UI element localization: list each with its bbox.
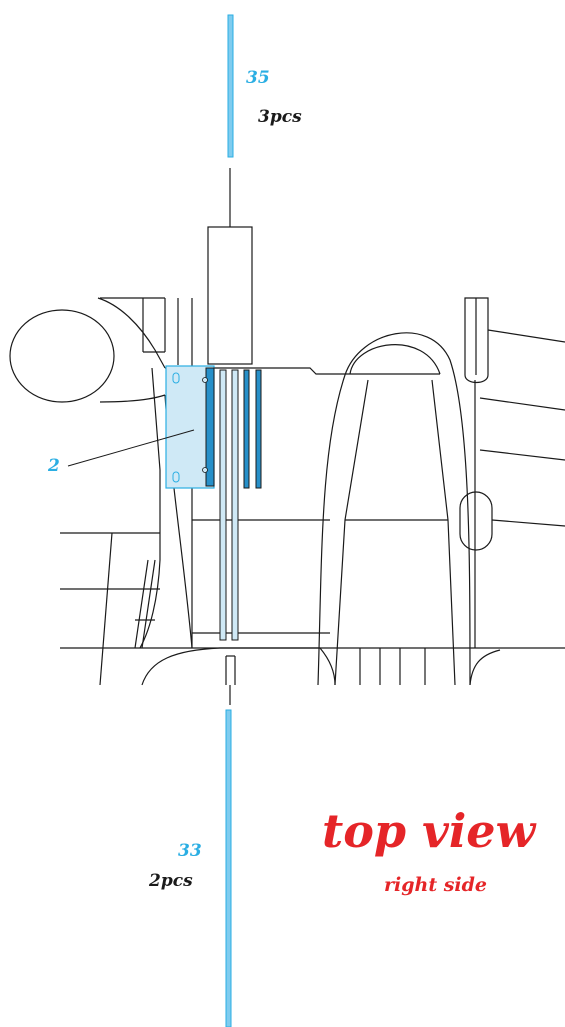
installed-strip-33: [231, 369, 239, 641]
hull-outline: [9, 168, 565, 705]
right-bottom-curve: [469, 649, 501, 686]
bolt-hole: [202, 377, 208, 383]
part-33-quantity: 2pcs: [149, 871, 193, 891]
deck-line: [165, 367, 350, 375]
rib-line: [141, 559, 156, 649]
part-2-plate: [165, 365, 215, 489]
installed-strip-33: [219, 369, 227, 641]
left-outer-curve: [139, 367, 161, 649]
round-part-lower-arm: [99, 394, 166, 403]
bolt-hole: [202, 467, 208, 473]
rib-line: [134, 559, 149, 649]
view-subtitle: right side: [384, 874, 488, 896]
slot-hole: [172, 372, 180, 384]
strip-part-33: [225, 709, 232, 1027]
round-part-arm: [97, 297, 166, 369]
right-ray-line: [487, 329, 565, 343]
slot-hole: [172, 471, 180, 483]
keel-curve: [141, 647, 336, 686]
round-part-outline: [9, 309, 115, 403]
part-35-number: 35: [246, 68, 270, 88]
view-title: top view: [322, 804, 536, 858]
right-ray-line: [479, 449, 565, 461]
canopy-inner: [349, 344, 441, 375]
right-ray-line: [491, 519, 565, 527]
part-33-number: 33: [178, 841, 202, 861]
right-vertical-post: [464, 297, 489, 384]
right-ray-line: [479, 397, 565, 411]
oval-port: [459, 491, 493, 551]
canopy-line-left: [334, 379, 369, 686]
rib-line: [99, 532, 113, 686]
part-35-quantity: 3pcs: [258, 107, 302, 127]
leader-line-part-2: [67, 429, 195, 467]
canopy-line-right: [431, 379, 456, 686]
strip-part-35: [227, 14, 234, 158]
installed-strip-35: [255, 369, 262, 489]
part-2-number: 2: [48, 456, 60, 476]
installed-strip-35: [243, 369, 250, 489]
canopy-outline: [317, 332, 471, 686]
installed-strips: [219, 369, 262, 641]
mast-block: [207, 226, 253, 365]
